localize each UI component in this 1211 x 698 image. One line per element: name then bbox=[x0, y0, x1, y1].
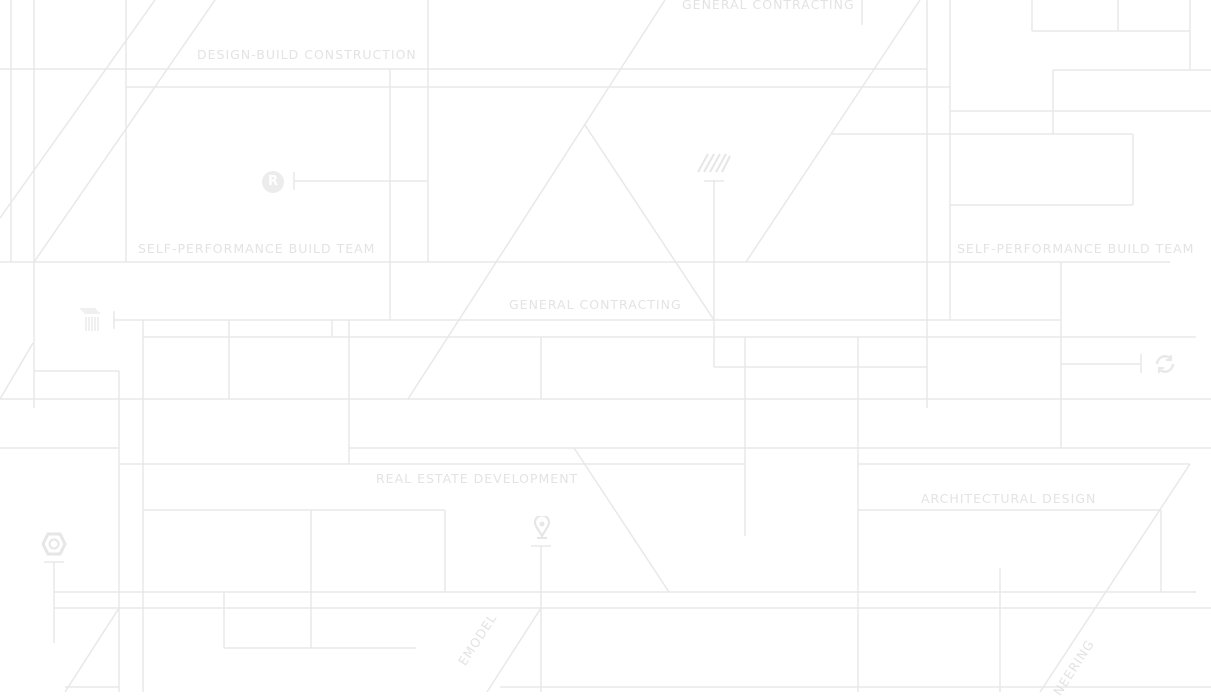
label-real-estate: REAL ESTATE DEVELOPMENT bbox=[376, 471, 579, 486]
label-self-performance-right: SELF-PERFORMANCE BUILD TEAM bbox=[957, 241, 1195, 256]
diagram-line bbox=[64, 607, 120, 692]
diagram-line bbox=[573, 447, 670, 593]
label-architectural-design: ARCHITECTURAL DESIGN bbox=[921, 491, 1097, 506]
diagram-line bbox=[0, 0, 156, 219]
label-design-build: DESIGN-BUILD CONSTRUCTION bbox=[197, 47, 417, 62]
house-icon bbox=[80, 308, 100, 331]
roof-icon bbox=[697, 153, 731, 173]
label-self-performance-left: SELF-PERFORMANCE BUILD TEAM bbox=[138, 241, 376, 256]
label-general-contracting-mid: GENERAL CONTRACTING bbox=[509, 297, 682, 312]
diagram-line bbox=[1039, 463, 1191, 692]
diagram-line bbox=[486, 607, 542, 692]
diagram-line bbox=[0, 342, 34, 400]
diagram-line bbox=[584, 124, 715, 321]
hexagon-badge-icon bbox=[41, 532, 67, 556]
label-general-contracting-top: GENERAL CONTRACTING bbox=[682, 0, 855, 12]
diagram-line bbox=[33, 0, 216, 263]
map-pin-icon bbox=[533, 516, 551, 539]
diagram-line bbox=[745, 0, 921, 263]
diagram-line bbox=[407, 0, 666, 400]
refresh-icon bbox=[1155, 355, 1175, 373]
r-logo-icon: R bbox=[262, 171, 284, 193]
